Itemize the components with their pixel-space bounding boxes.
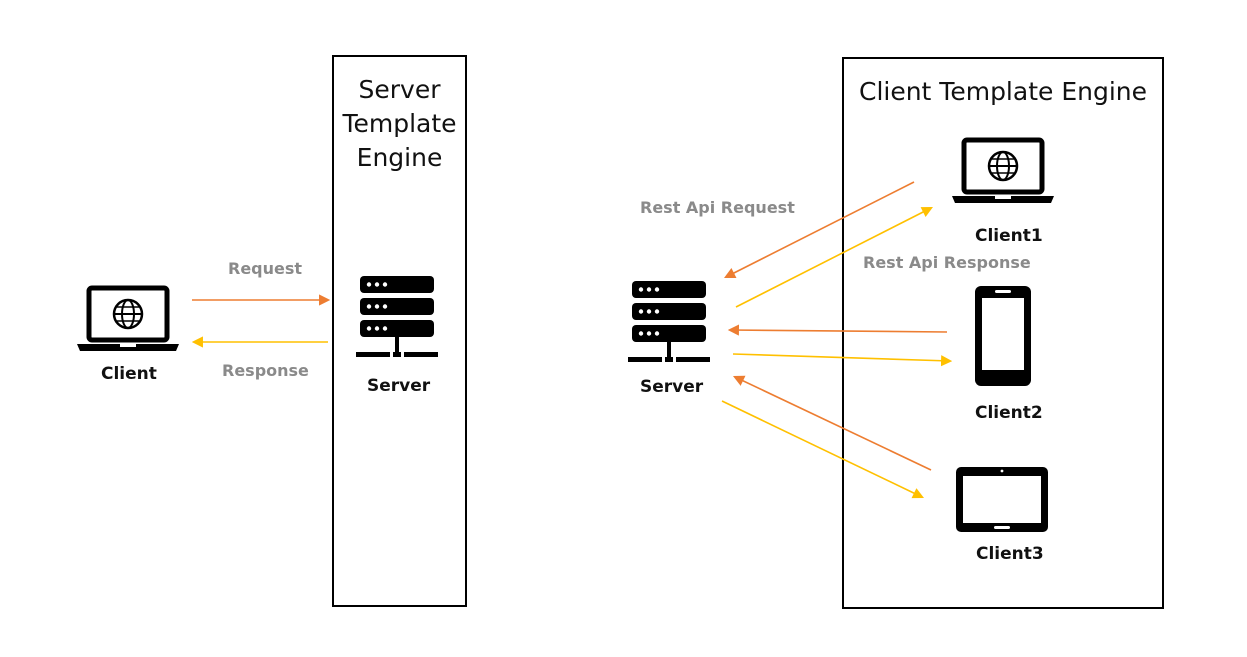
client3-tablet-icon <box>956 467 1048 532</box>
client3-label: Client3 <box>976 544 1044 564</box>
server-template-engine-title: Server Template Engine <box>334 73 465 175</box>
client2-request-arrow <box>727 324 948 336</box>
client1-request-arrow <box>724 181 915 279</box>
client2-response-arrow <box>732 353 953 367</box>
client-laptop-icon <box>77 288 179 351</box>
client1-response-arrow <box>735 206 933 308</box>
client-template-engine-title-text: Client Template Engine <box>858 77 1148 106</box>
client2-label: Client2 <box>975 403 1043 423</box>
client-template-engine-title: Client Template Engine <box>844 75 1162 109</box>
server-template-engine-box: Server Template Engine <box>332 55 467 607</box>
server-template-engine-title-text: Server Template Engine <box>342 75 457 172</box>
client-label: Client <box>101 364 157 384</box>
client2-smartphone-icon <box>975 286 1031 386</box>
rest-server-label: Server <box>640 377 704 397</box>
server-icon <box>356 276 438 357</box>
client3-response-arrow <box>721 400 925 499</box>
client3-request-arrow <box>732 375 932 471</box>
rest-server-icon <box>628 281 710 362</box>
request-label: Request <box>228 259 303 278</box>
rest-api-response-label: Rest Api Response <box>863 253 1031 272</box>
client-template-engine-box: Client Template Engine <box>842 57 1164 609</box>
client1-laptop-icon <box>952 140 1054 203</box>
server-label: Server <box>367 376 431 396</box>
rest-api-request-label: Rest Api Request <box>640 198 795 217</box>
response-label: Response <box>222 361 309 380</box>
client1-label: Client1 <box>975 226 1043 246</box>
